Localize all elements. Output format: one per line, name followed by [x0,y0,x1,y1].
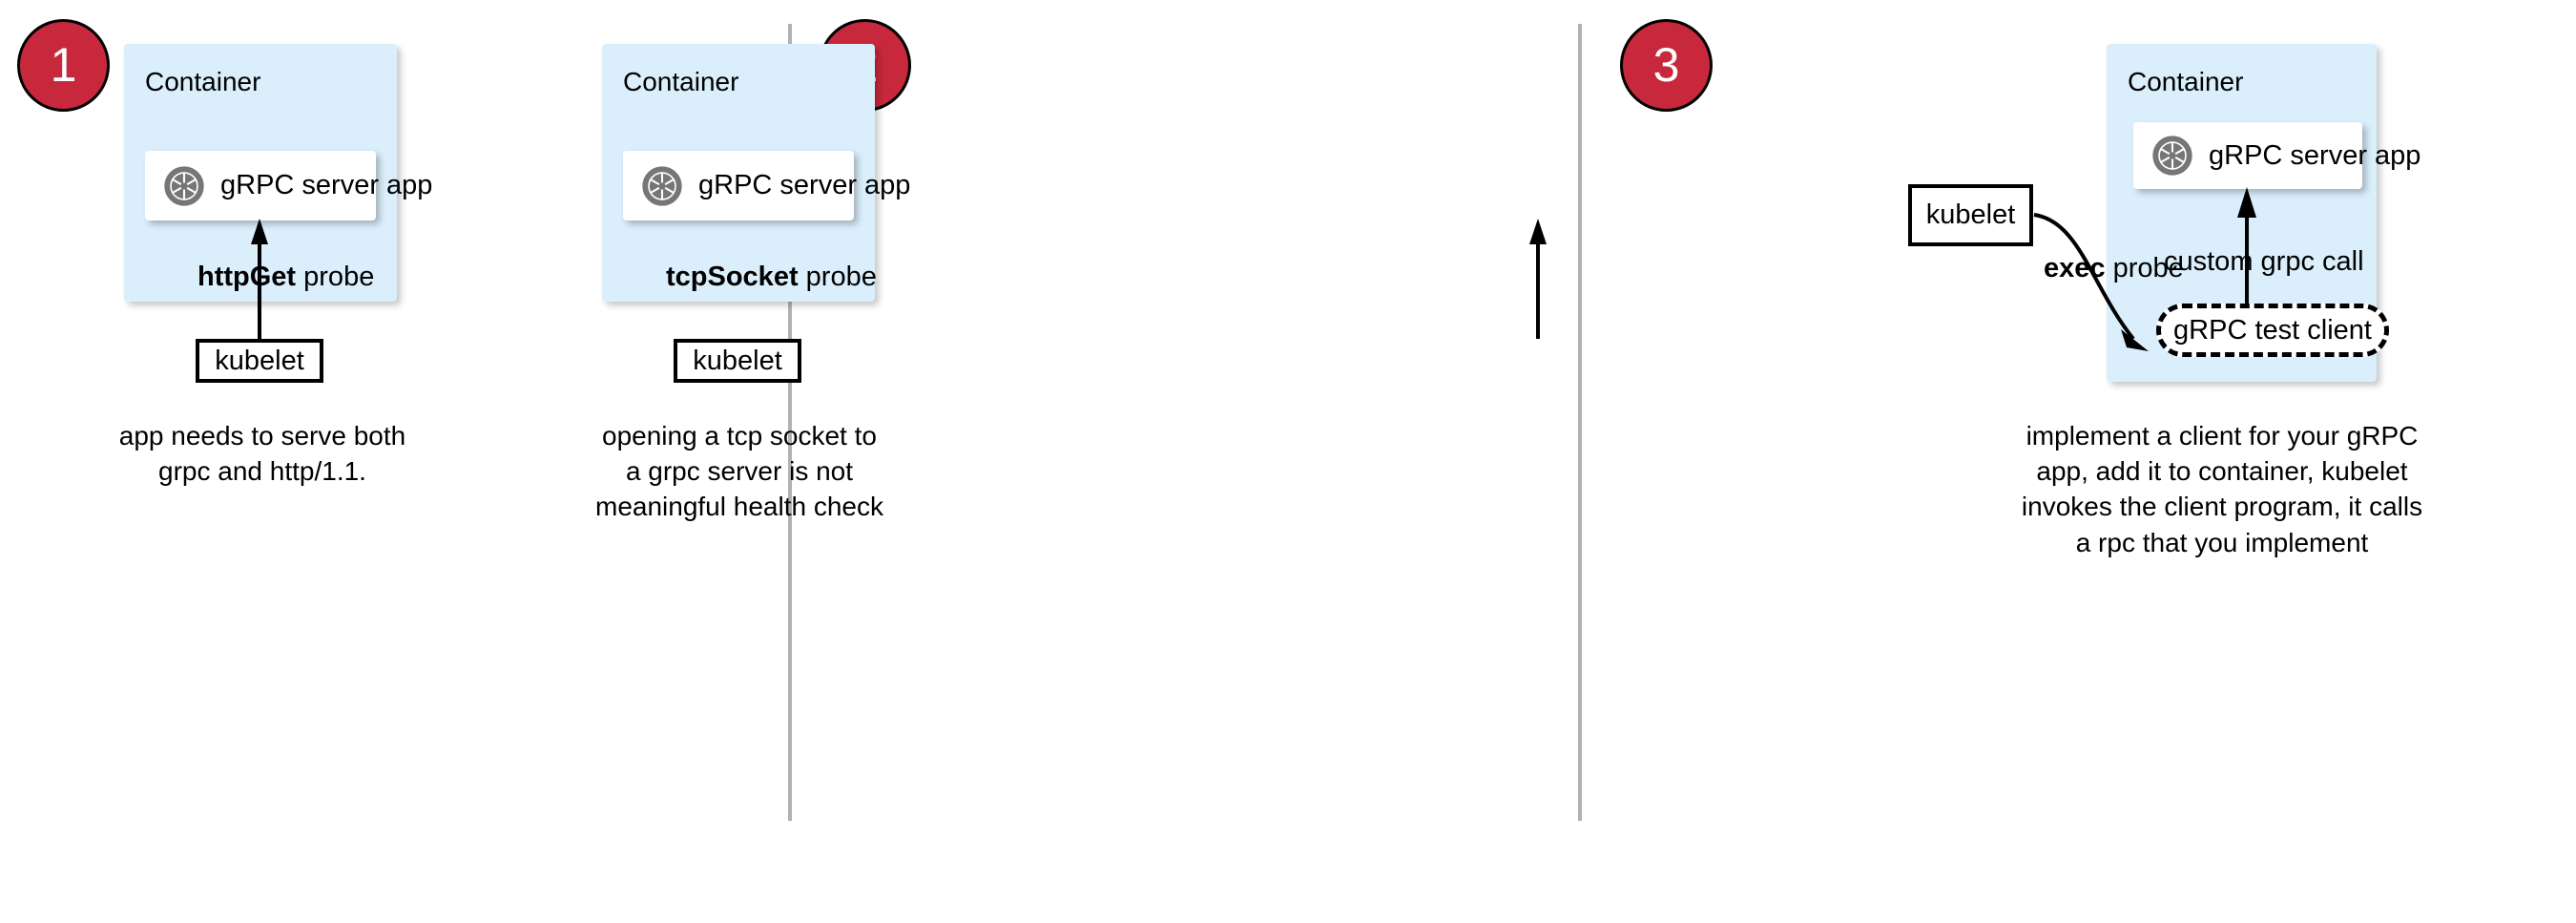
kubelet-box-2: kubelet [674,339,801,383]
grpc-server-app-label-1: gRPC server app [220,170,433,200]
container-label-1: Container [145,67,261,96]
httpget-probe-strong: httpGet [197,262,297,292]
exec-probe-strong: exec [2044,253,2106,283]
panel-httpget-probe: 1 Container [0,0,801,923]
tcpsocket-probe-arrow [1529,219,1547,339]
panel-caption-3: implement a client for your gRPC app, ad… [2021,421,2423,557]
custom-grpc-call-label: custom grpc call [2164,246,2364,277]
exec-probe-connectors [2033,187,2256,351]
panel-tcpsocket-probe: 2 Container [595,0,1603,923]
exec-probe-rest: probe [2105,253,2184,283]
httpget-probe-label: httpGet probe [197,262,374,293]
grpc-server-app-card-1: gRPC server app [145,151,432,220]
grpc-test-client-label: gRPC test client [2173,314,2372,346]
tcpsocket-probe-label: tcpSocket probe [666,262,877,293]
panel-caption-1: app needs to serve both grpc and http/1.… [118,421,406,487]
grpc-shutter-icon [642,165,682,206]
httpget-probe-rest: probe [296,262,375,292]
panel-caption-2: opening a tcp socket to a grpc server is… [595,421,883,522]
tcpsocket-probe-rest: probe [798,262,877,292]
grpc-server-app-card-2: gRPC server app [623,151,910,220]
grpc-shutter-icon [164,165,204,206]
kubelet-label-2: kubelet [693,345,782,376]
step-badge-3: 3 [1620,19,1713,112]
container-label-2: Container [623,67,739,96]
panel-exec-probe: 3 Container [1603,0,2576,923]
step-badge-1: 1 [17,19,110,112]
container-label-3: Container [2128,67,2244,96]
kubelet-label-3: kubelet [1925,199,2016,230]
grpc-server-app-label-3: gRPC server app [2209,139,2421,171]
kubelet-box-3: kubelet [1908,184,2033,246]
grpc-shutter-icon [2152,136,2192,176]
kubelet-box-1: kubelet [196,339,323,383]
grpc-server-app-card-3: gRPC server app [2133,122,2420,189]
panel-divider-2 [1578,24,1582,821]
panel-divider-1 [788,24,792,821]
httpget-probe-arrow [251,219,268,339]
grpc-test-client-pill: gRPC test client [2156,304,2389,357]
exec-probe-label: exec probe [2044,253,2184,284]
kubelet-label-1: kubelet [215,345,304,376]
tcpsocket-probe-strong: tcpSocket [666,262,799,292]
grpc-server-app-label-2: gRPC server app [698,170,911,200]
